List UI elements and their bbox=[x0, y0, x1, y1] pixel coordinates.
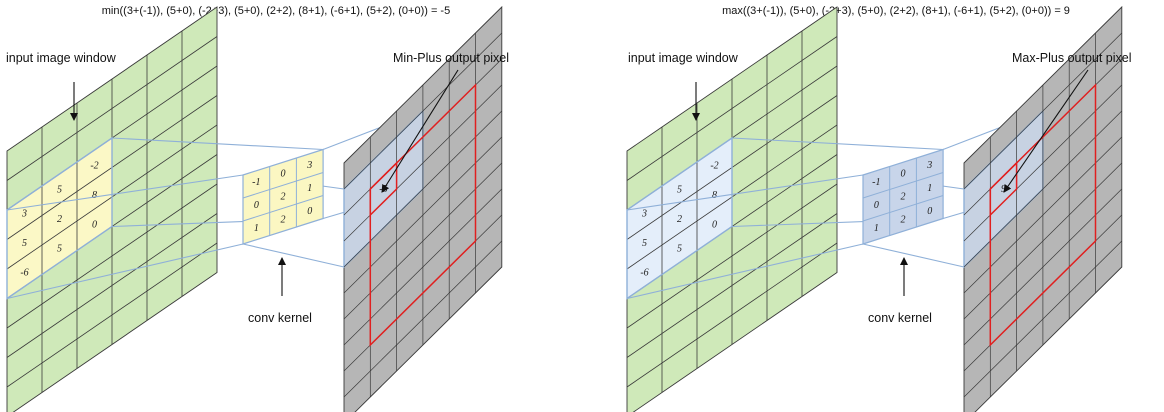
input-cell-value: -2 bbox=[710, 160, 718, 171]
input-grid-row-line bbox=[626, 242, 838, 388]
kernel-plane: -1 0 3 0 2 1 1 2 0 bbox=[862, 148, 944, 245]
kernel-cell-value: 3 bbox=[306, 160, 312, 171]
input-grid-row-line bbox=[626, 183, 838, 329]
kernel-cell-value: 1 bbox=[927, 183, 932, 194]
output-pixel-box bbox=[369, 161, 398, 217]
input-grid-row-line bbox=[6, 242, 218, 388]
input-cell-value: 0 bbox=[712, 219, 717, 230]
kernel-cell-value: 2 bbox=[901, 215, 906, 226]
input-cell-value: 0 bbox=[92, 219, 97, 230]
kernel-cell-value: 1 bbox=[307, 183, 312, 194]
output-plane: -5 bbox=[343, 5, 503, 412]
kernel-cell-values: -1 0 3 0 2 1 1 2 0 bbox=[872, 160, 932, 234]
output-pixel-box bbox=[989, 161, 1018, 217]
kernel-grid-row-line bbox=[862, 172, 944, 199]
input-cell-values: 3 5 -2 5 2 8 -6 5 0 bbox=[640, 160, 718, 278]
window-to-kernel-connector bbox=[626, 243, 864, 300]
input-grid-row-line bbox=[6, 213, 218, 358]
kernel-grid-lines bbox=[862, 158, 944, 236]
input-cell-value: 5 bbox=[677, 184, 682, 195]
window-to-kernel-connector bbox=[731, 137, 944, 151]
input-cell-value: 3 bbox=[21, 208, 27, 219]
max-plus-panel: max((3+(-1)), (5+0), (-2+3), (5+0), (2+2… bbox=[626, 5, 1132, 412]
input-cell-value: 5 bbox=[677, 243, 682, 254]
input-window-label: input image window bbox=[628, 51, 739, 65]
input-cell-value: -2 bbox=[90, 160, 98, 171]
input-image-plane: 3 5 -2 5 2 8 -6 5 0 bbox=[626, 6, 838, 412]
min-plus-panel: min((3+(-1)), (5+0), (-2+3), (5+0), (2+2… bbox=[6, 5, 509, 412]
kernel-grid-lines bbox=[242, 158, 324, 236]
kernel-label: conv kernel bbox=[868, 311, 932, 325]
input-window-fill bbox=[627, 138, 732, 299]
output-pixel-arrow bbox=[381, 69, 459, 193]
input-grid-row-line bbox=[6, 183, 218, 329]
input-cell-value: 3 bbox=[641, 208, 647, 219]
input-cell-value: 5 bbox=[57, 184, 62, 195]
kernel-grid-row-line bbox=[242, 195, 324, 222]
kernel-cell-value: 1 bbox=[254, 223, 259, 234]
kernel-plane: -1 0 3 0 2 1 1 2 0 bbox=[242, 148, 324, 245]
input-cell-value: 5 bbox=[22, 238, 27, 249]
input-cell-value: 2 bbox=[57, 214, 62, 225]
input-cell-value: 8 bbox=[92, 190, 97, 201]
kernel-grid-row-line bbox=[862, 195, 944, 222]
kernel-cell-value: 0 bbox=[307, 206, 312, 217]
input-window-fill bbox=[7, 138, 112, 299]
kernel-label: conv kernel bbox=[248, 311, 312, 325]
window-to-kernel-connector bbox=[6, 174, 244, 211]
kernel-cell-value: -1 bbox=[252, 177, 260, 188]
output-pixel-label: Min-Plus output pixel bbox=[393, 51, 509, 65]
input-cell-value: 5 bbox=[642, 238, 647, 249]
window-to-kernel-connector bbox=[626, 174, 864, 211]
input-window-label: input image window bbox=[6, 51, 117, 65]
input-cell-value: -6 bbox=[640, 267, 648, 278]
output-grid-row-line bbox=[963, 240, 1123, 398]
window-to-kernel-connector bbox=[6, 243, 244, 300]
kernel-grid-row-line bbox=[242, 172, 324, 199]
kernel-cell-value: 0 bbox=[281, 169, 286, 180]
kernel-cell-values: -1 0 3 0 2 1 1 2 0 bbox=[252, 160, 312, 234]
kernel-cell-value: 0 bbox=[927, 206, 932, 217]
window-to-kernel-connector bbox=[111, 137, 324, 151]
connector-lines bbox=[626, 110, 1044, 300]
kernel-cell-value: 2 bbox=[901, 192, 906, 203]
input-cell-value: -6 bbox=[20, 267, 28, 278]
kernel-cell-value: 2 bbox=[281, 192, 286, 203]
kernel-cell-value: 1 bbox=[874, 223, 879, 234]
kernel-cell-value: 0 bbox=[874, 200, 879, 211]
output-grid-row-line bbox=[343, 32, 503, 190]
kernel-cell-value: 2 bbox=[281, 215, 286, 226]
kernel-cell-value: 0 bbox=[254, 200, 259, 211]
input-cell-value: 5 bbox=[57, 243, 62, 254]
input-grid-row-line bbox=[6, 36, 218, 181]
output-valid-region bbox=[369, 83, 477, 347]
input-image-plane: 3 5 -2 5 2 8 -6 5 0 bbox=[6, 6, 218, 412]
kernel-to-output-connector bbox=[862, 243, 965, 268]
output-grid-row-line bbox=[343, 240, 503, 398]
output-grid-row-line bbox=[963, 32, 1123, 190]
input-cell-value: 2 bbox=[677, 214, 682, 225]
output-plane: 9 bbox=[963, 5, 1123, 412]
input-grid-row-line bbox=[626, 36, 838, 181]
equation-text: max((3+(-1)), (5+0), (-2+3), (5+0), (2+2… bbox=[722, 5, 1070, 17]
output-pixel-arrow bbox=[1003, 69, 1089, 193]
kernel-cell-value: 0 bbox=[901, 169, 906, 180]
kernel-cell-value: 3 bbox=[926, 160, 932, 171]
output-pixel-label: Max-Plus output pixel bbox=[1012, 51, 1132, 65]
input-cell-value: 8 bbox=[712, 190, 717, 201]
input-grid-row-line bbox=[626, 213, 838, 358]
output-valid-region bbox=[989, 83, 1097, 347]
kernel-to-output-connector bbox=[242, 243, 345, 268]
input-cell-values: 3 5 -2 5 2 8 -6 5 0 bbox=[20, 160, 98, 278]
kernel-cell-value: -1 bbox=[872, 177, 880, 188]
equation-text: min((3+(-1)), (5+0), (-2+3), (5+0), (2+2… bbox=[102, 5, 450, 17]
